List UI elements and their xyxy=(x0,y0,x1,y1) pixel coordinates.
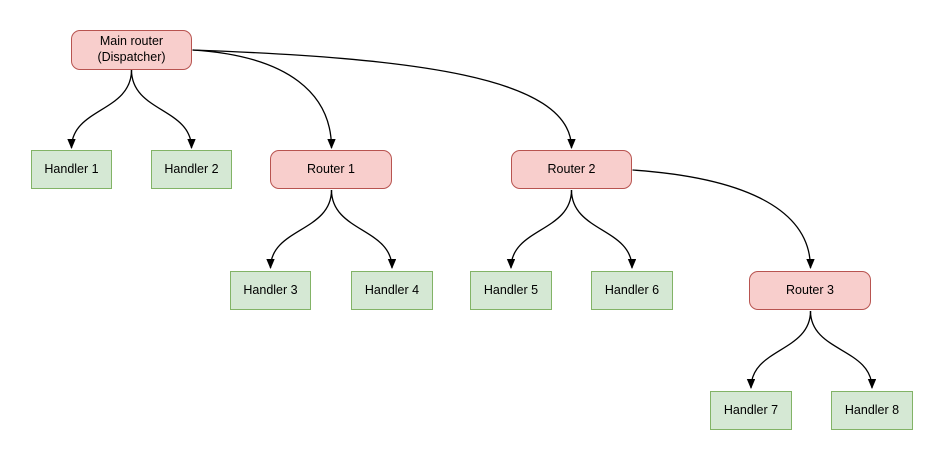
node-handler-3: Handler 3 xyxy=(230,271,311,310)
node-router-3: Router 3 xyxy=(749,271,871,310)
node-router-3-label: Router 3 xyxy=(786,282,834,297)
edge-main-handler1 xyxy=(72,69,133,148)
edge-router3-handler7 xyxy=(751,310,812,388)
node-router-2: Router 2 xyxy=(511,150,632,189)
node-handler-8-label: Handler 8 xyxy=(844,402,900,417)
node-handler-7-label: Handler 7 xyxy=(723,402,779,417)
node-main-router-label-line1: Main router xyxy=(99,34,164,49)
node-handler-1: Handler 1 xyxy=(31,150,112,189)
node-handler-3-label: Handler 3 xyxy=(243,282,298,297)
edge-router1-handler3 xyxy=(271,189,333,268)
node-handler-1-label: Handler 1 xyxy=(44,161,99,176)
edge-main-router2 xyxy=(192,49,572,148)
node-main-router-label-line2: (Dispatcher) xyxy=(97,50,166,64)
edge-router3-handler8 xyxy=(809,310,873,388)
node-handler-5: Handler 5 xyxy=(470,271,552,310)
edge-main-router1 xyxy=(192,49,332,148)
node-router-1-label: Router 1 xyxy=(307,161,355,176)
node-handler-7: Handler 7 xyxy=(710,391,792,430)
node-handler-6-label: Handler 6 xyxy=(604,282,660,297)
edge-router2-handler5 xyxy=(511,189,573,268)
node-handler-2-label: Handler 2 xyxy=(164,161,219,176)
edge-router2-router3 xyxy=(632,169,811,268)
edge-router2-handler6 xyxy=(570,189,633,268)
node-handler-2: Handler 2 xyxy=(151,150,232,189)
node-handler-8: Handler 8 xyxy=(831,391,913,430)
node-handler-4: Handler 4 xyxy=(351,271,433,310)
edge-router1-handler4 xyxy=(330,189,393,268)
node-router-1: Router 1 xyxy=(270,150,392,189)
node-handler-5-label: Handler 5 xyxy=(483,282,539,297)
edge-main-handler2 xyxy=(130,69,192,148)
node-main-router: Main router (Dispatcher) xyxy=(71,30,192,70)
node-router-2-label: Router 2 xyxy=(547,161,596,176)
node-handler-4-label: Handler 4 xyxy=(364,282,420,297)
node-handler-6: Handler 6 xyxy=(591,271,673,310)
